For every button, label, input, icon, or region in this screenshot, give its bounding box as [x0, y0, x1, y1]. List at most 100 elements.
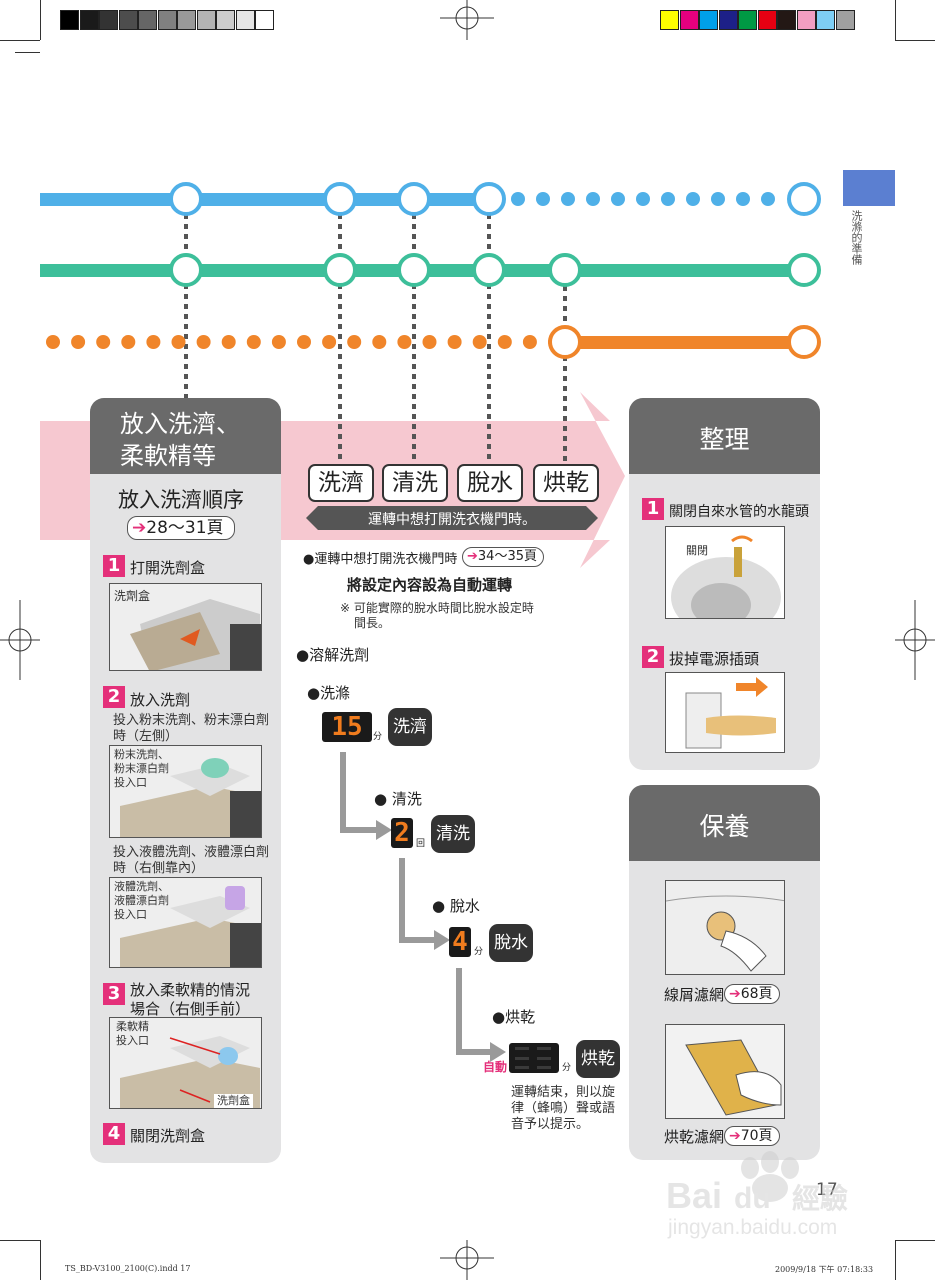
dry-time-display — [509, 1043, 559, 1073]
step-3-title2: 場合（右側手前） — [130, 1000, 251, 1018]
timeline-dot — [372, 335, 387, 349]
tag-wash: 洗濟 — [308, 464, 374, 502]
svg-text:Bai: Bai — [666, 1175, 722, 1216]
crop-mark — [895, 0, 896, 40]
arrow-right-icon: ➔ — [729, 1128, 741, 1144]
timeline-dot — [397, 335, 412, 349]
lint-filter-page-ref[interactable]: ➔68頁 — [724, 984, 780, 1004]
end-note-1: 運轉結束，則以旋 — [511, 1085, 616, 1100]
timeline-dot — [347, 335, 362, 349]
detergent-box-illustration: 洗劑盒 — [109, 583, 262, 671]
rinse-button[interactable]: 清洗 — [431, 815, 475, 853]
side-tab-text: 洗滌的準備 — [850, 210, 863, 265]
timeline-dot — [171, 335, 186, 349]
timeline-dot — [196, 335, 211, 349]
svg-text:jingyan.baidu.com: jingyan.baidu.com — [667, 1216, 837, 1239]
plug-illustration — [665, 672, 785, 753]
timeline-dot — [422, 335, 437, 349]
timeline-dot — [221, 335, 236, 349]
left-page-ref-text: 28～31頁 — [146, 518, 224, 538]
auto-mode-note: 將設定內容設為自動運轉 — [347, 576, 513, 594]
color-swatch — [99, 10, 118, 30]
color-swatch — [79, 10, 99, 30]
step-3-label1: 柔軟精 — [116, 1020, 149, 1033]
detergent-drawer-drawing — [130, 599, 261, 670]
step-number-2: 2 — [103, 686, 125, 708]
paw-icon: Bai du 經驗 jingyan.baidu.com — [666, 1151, 848, 1239]
dry-button[interactable]: 烘乾 — [576, 1040, 620, 1078]
powder-detergent-illustration: 粉末洗劑、 粉末漂白劑 投入口 — [109, 745, 262, 838]
left-page-ref[interactable]: ➔28～31頁 — [127, 516, 235, 540]
wash-unit: 分 — [373, 732, 383, 742]
rinse-unit: 回 — [416, 839, 426, 849]
color-swatch — [177, 10, 196, 30]
timeline-dot — [271, 335, 286, 349]
color-swatch — [660, 10, 679, 30]
color-swatch — [138, 10, 157, 30]
dry-filter-label: 烘乾濾網 — [664, 1128, 725, 1146]
liquid-detergent-illustration: 液體洗劑、 液體漂白劑 投入口 — [109, 877, 262, 968]
timeline-dot — [447, 335, 462, 349]
timeline-dot — [497, 335, 512, 349]
dry-filter-page-ref[interactable]: ➔70頁 — [724, 1126, 780, 1146]
step-2-desc2: 投入液體洗劑、液體漂白劑 — [113, 845, 270, 860]
step-4-title: 關閉洗劑盒 — [130, 1127, 206, 1145]
timeline-dot — [522, 335, 537, 349]
step-2-desc1b: 時（左側） — [113, 729, 179, 744]
step-2-desc2b: 時（右側靠內） — [113, 861, 205, 876]
step-2-label1-3: 投入口 — [114, 776, 147, 789]
tidy-title: 整理 — [699, 425, 750, 454]
tidy-step-2: 拔掉電源插頭 — [669, 650, 760, 668]
color-swatch — [816, 10, 835, 30]
dry-unit: 分 — [562, 1063, 572, 1073]
spin-time-display: 4 — [449, 927, 471, 957]
timeline-dot — [121, 335, 136, 349]
color-swatch — [157, 10, 177, 30]
step-1-label: 洗劑盒 — [114, 589, 151, 603]
page-number: 17 — [816, 1180, 838, 1200]
left-panel-header: 放入洗濟、 柔軟精等 — [90, 398, 281, 474]
crop-mark — [895, 1240, 935, 1241]
tag-spin: 脫水 — [457, 464, 523, 502]
timeline-dot — [322, 335, 337, 349]
tidy-step-number-2: 2 — [642, 646, 664, 668]
arrow-right-icon: ➔ — [467, 549, 478, 564]
banner-shape — [306, 506, 598, 530]
wash-button[interactable]: 洗濟 — [388, 708, 432, 746]
stage-spin-bullet: ● 脫水 — [432, 897, 480, 915]
arrow-right-icon: ➔ — [132, 518, 147, 538]
plug-drawing — [685, 677, 776, 749]
color-swatch — [718, 10, 738, 30]
color-swatch — [699, 10, 718, 30]
svg-text:du: du — [734, 1182, 771, 1215]
step-3-label3: 洗劑盒 — [214, 1094, 253, 1108]
faucet-drawing — [671, 535, 781, 618]
care-title: 保養 — [699, 812, 750, 841]
blank-segment-display — [515, 1047, 551, 1069]
step-3-title: 放入柔軟精的情況 — [130, 981, 251, 999]
left-panel-title-1: 放入洗濟、 — [120, 410, 240, 438]
baidu-watermark-logo: Bai du 經驗 jingyan.baidu.com — [662, 1150, 882, 1240]
crop-mark — [40, 0, 41, 40]
liquid-drawer-drawing — [120, 886, 261, 967]
step-3-label2: 投入口 — [116, 1034, 149, 1047]
color-swatch — [235, 10, 255, 30]
step-2-label2-2: 液體漂白劑 — [114, 894, 169, 907]
step-2-label1-2: 粉末漂白劑 — [114, 762, 169, 775]
faucet-illustration: 關閉 — [665, 526, 785, 619]
wash-time-display: 15 — [322, 712, 372, 742]
lint-filter-illustration — [665, 880, 785, 975]
door-open-page-ref[interactable]: ➔34～35頁 — [462, 547, 544, 567]
stage-rinse-bullet: ● 清洗 — [374, 790, 422, 808]
tag-rinse: 清洗 — [382, 464, 448, 502]
crop-mark — [895, 40, 935, 41]
dry-filter-page-ref-text: 70頁 — [740, 1128, 773, 1144]
spin-button[interactable]: 脫水 — [489, 924, 533, 962]
door-open-page-ref-text: 34～35頁 — [477, 549, 537, 564]
step-2-label2-1: 液體洗劑、 — [114, 880, 169, 893]
left-panel-title-2: 柔軟精等 — [120, 442, 216, 470]
tag-dry: 烘乾 — [533, 464, 599, 502]
arrow-right-icon: ➔ — [729, 986, 741, 1002]
